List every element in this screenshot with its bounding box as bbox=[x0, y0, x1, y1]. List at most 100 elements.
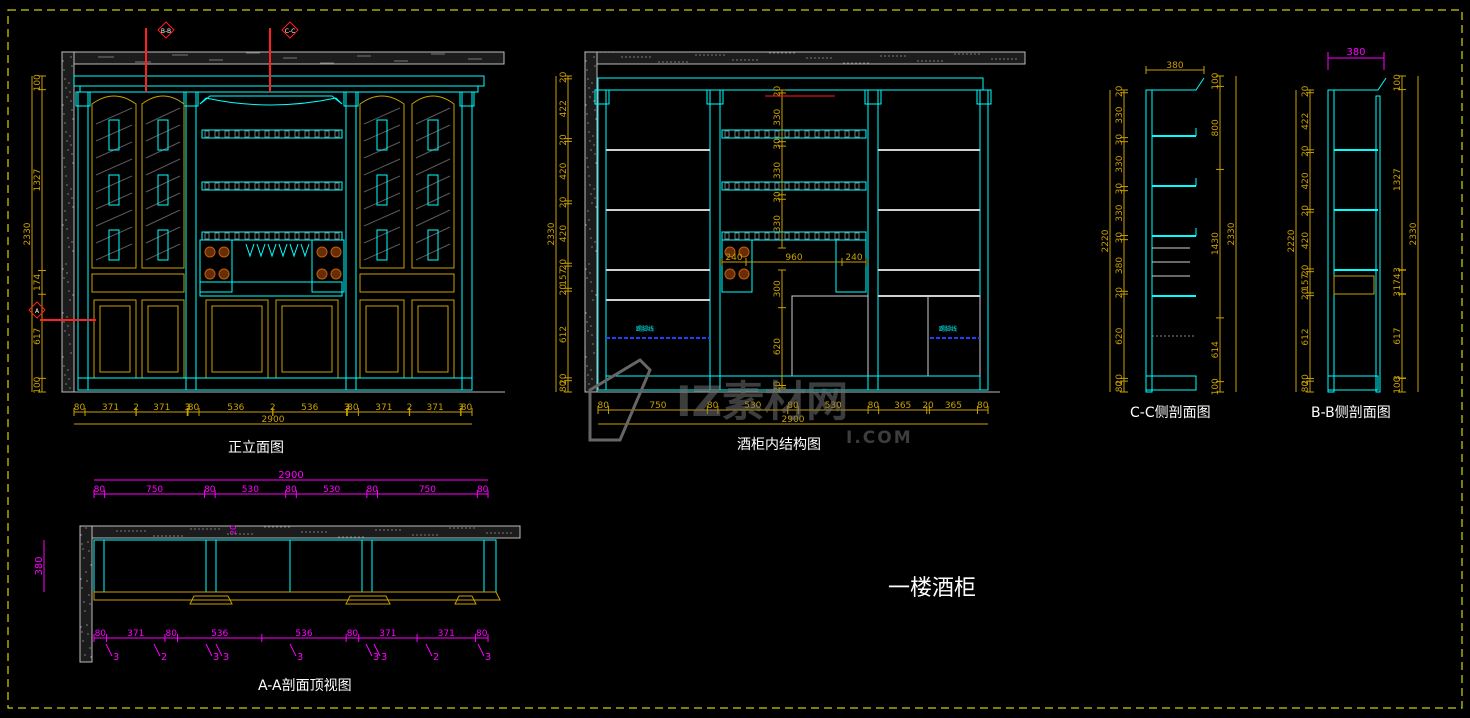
wall-speck bbox=[595, 206, 597, 208]
wall-speck bbox=[176, 54, 178, 56]
wall-speck bbox=[921, 60, 923, 62]
glass-hatch bbox=[363, 107, 401, 125]
wall-speck bbox=[252, 52, 254, 54]
wall-speck bbox=[498, 532, 500, 534]
bb-back-panel bbox=[1327, 89, 1335, 393]
wall-speck bbox=[593, 352, 595, 354]
front-height-chain-value: 100 bbox=[33, 376, 43, 393]
wall-speck bbox=[108, 56, 110, 58]
wall-speck bbox=[404, 60, 406, 62]
wall-speck bbox=[137, 61, 139, 63]
rack-slot bbox=[854, 182, 860, 190]
wall-speck bbox=[999, 58, 1001, 60]
wall-speck bbox=[248, 52, 250, 54]
wall-speck bbox=[64, 210, 66, 212]
wall-speck bbox=[590, 193, 592, 195]
wall-speck bbox=[258, 52, 260, 54]
wall-speck bbox=[227, 533, 229, 535]
wine-bottle-end bbox=[724, 268, 736, 280]
wall-speck bbox=[79, 573, 81, 575]
rack-slot bbox=[264, 130, 270, 138]
wall-speck bbox=[321, 531, 323, 533]
rack-slot bbox=[324, 232, 330, 240]
wall-speck bbox=[68, 378, 70, 380]
bb-right-chain-value: 3 bbox=[1393, 375, 1403, 381]
wall-speck bbox=[584, 171, 586, 173]
wall-speck bbox=[621, 56, 623, 58]
wall-speck bbox=[1011, 58, 1013, 60]
wall-speck bbox=[276, 526, 278, 528]
front-total-value: 2900 bbox=[262, 415, 285, 425]
wall-speck bbox=[585, 356, 587, 358]
wall-speck bbox=[966, 53, 968, 55]
wall-speck bbox=[666, 61, 668, 63]
wine-bottle-icon bbox=[108, 229, 120, 261]
wall-speck bbox=[357, 55, 359, 57]
glass-hatch bbox=[95, 107, 133, 125]
wall-speck bbox=[502, 532, 504, 534]
inner-mid-height-chain-value: 330 bbox=[773, 215, 783, 232]
wall-speck bbox=[592, 299, 594, 301]
wall-speck bbox=[711, 54, 713, 56]
wall-speck bbox=[892, 55, 894, 57]
wine-bottle-icon bbox=[157, 174, 169, 206]
front-drawer-mid bbox=[199, 281, 343, 297]
rack-slot bbox=[804, 232, 810, 240]
section-marker-label: B-B bbox=[161, 28, 171, 35]
rack-slot bbox=[324, 182, 330, 190]
wall-speck bbox=[116, 530, 118, 532]
cc-right-chain-value: 800 bbox=[1211, 119, 1221, 136]
wall-speck bbox=[585, 104, 587, 106]
bb-right-chain-value: 100 bbox=[1393, 376, 1403, 393]
wall-speck bbox=[612, 51, 614, 53]
wall-speck bbox=[435, 53, 437, 55]
inner-post bbox=[979, 89, 989, 391]
rack-slot bbox=[314, 182, 320, 190]
wall-speck bbox=[365, 55, 367, 57]
bb-left-total: 2220 bbox=[1287, 229, 1297, 252]
wall-speck bbox=[662, 61, 664, 63]
bb-section-title: B-B侧剖面图 bbox=[1311, 405, 1391, 421]
wall-speck bbox=[317, 531, 319, 533]
wall-speck bbox=[295, 57, 297, 59]
cc-left-total: 2220 bbox=[1101, 229, 1111, 252]
wall-speck bbox=[322, 62, 324, 64]
wall-speck bbox=[61, 51, 63, 53]
front-door-panel bbox=[365, 305, 399, 373]
wall-speck bbox=[428, 534, 430, 536]
inner-post-capital bbox=[594, 89, 610, 105]
aa-post bbox=[483, 539, 497, 593]
wall-speck bbox=[424, 534, 426, 536]
wall-speck bbox=[211, 59, 213, 61]
wall-speck bbox=[68, 334, 70, 336]
wall-speck bbox=[591, 334, 593, 336]
wall-speck bbox=[590, 149, 592, 151]
rack-slot bbox=[204, 182, 210, 190]
wall-speck bbox=[69, 91, 71, 93]
wall-speck bbox=[888, 55, 890, 57]
wall-speck bbox=[239, 533, 241, 535]
rack-slot bbox=[784, 182, 790, 190]
wall-speck bbox=[586, 277, 588, 279]
wall-speck bbox=[88, 550, 90, 552]
rack-slot bbox=[244, 182, 250, 190]
cc-left-chain-value: 20 bbox=[1115, 85, 1125, 97]
wall-speck bbox=[243, 533, 245, 535]
rack-slot bbox=[234, 182, 240, 190]
aa-depth-value: 380 bbox=[34, 556, 45, 575]
wall-speck bbox=[70, 100, 72, 102]
wall-speck bbox=[235, 533, 237, 535]
wall-speck bbox=[941, 60, 943, 62]
front-pilaster-capital bbox=[183, 91, 199, 107]
wine-bottle-icon bbox=[376, 119, 388, 151]
wall-speck bbox=[590, 237, 592, 239]
wall-speck bbox=[81, 587, 83, 589]
wall-speck bbox=[896, 55, 898, 57]
wall-speck bbox=[206, 528, 208, 530]
wall-speck bbox=[103, 525, 105, 527]
front-crown-moulding bbox=[73, 75, 485, 87]
front-width-chain-value: 2 bbox=[133, 403, 139, 413]
aa-top-chain-value: 530 bbox=[242, 485, 259, 495]
wall-speck bbox=[585, 60, 587, 62]
wall-speck bbox=[215, 59, 217, 61]
